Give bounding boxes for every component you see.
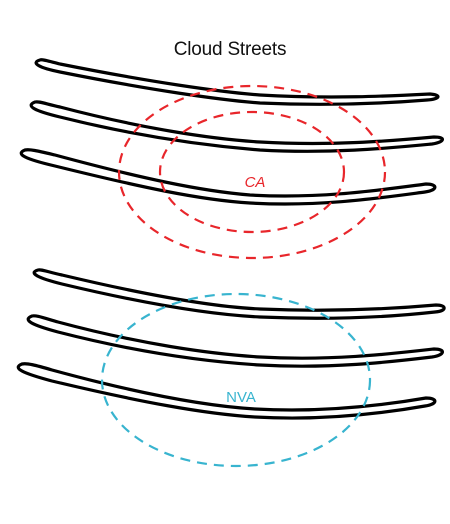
cloud-street-lower-1 xyxy=(32,268,446,320)
cloud-street-upper-3 xyxy=(19,148,437,206)
ca-ring-inner xyxy=(158,110,346,234)
upper-cloud-streets xyxy=(19,58,444,206)
cloud-street-upper-1 xyxy=(34,58,440,106)
nva-label: NVA xyxy=(226,389,256,406)
cloud-street-lower-2 xyxy=(26,314,444,368)
ca-region: CA xyxy=(117,84,387,260)
ca-label: CA xyxy=(245,174,266,191)
lower-cloud-streets xyxy=(16,268,446,420)
diagram-title: Cloud Streets xyxy=(174,39,287,60)
ca-ring-outer xyxy=(117,84,387,260)
nva-ring xyxy=(100,292,372,468)
nva-region: NVA xyxy=(100,292,372,468)
cloud-street-upper-2 xyxy=(29,100,444,153)
cloud-street-lower-3 xyxy=(16,362,437,420)
